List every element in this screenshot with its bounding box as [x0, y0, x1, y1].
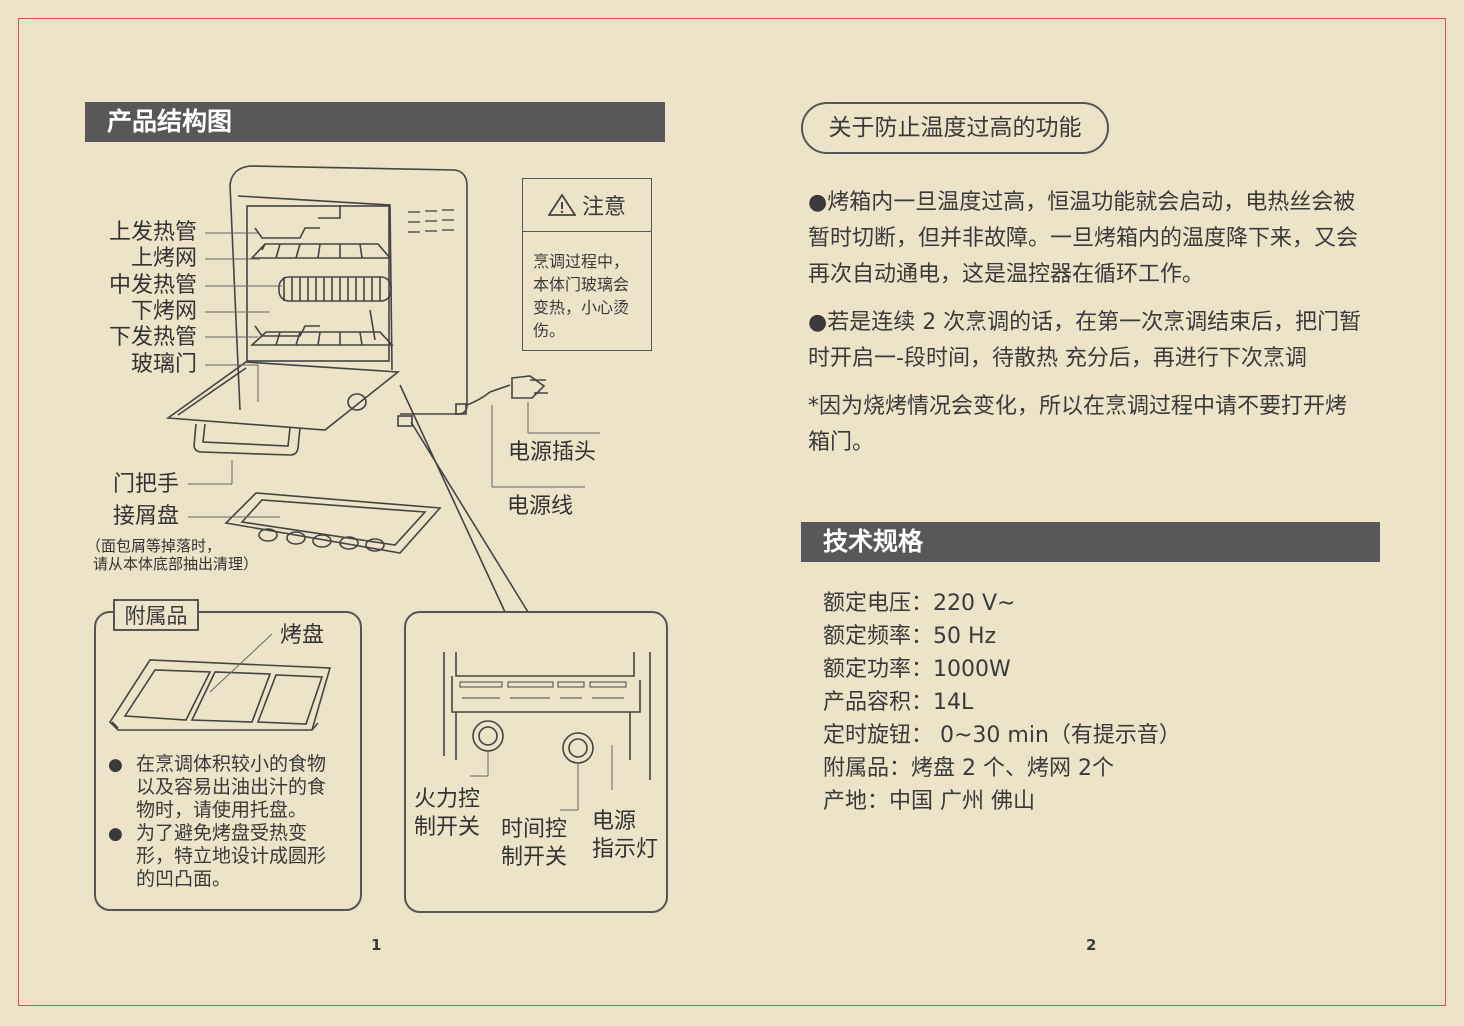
overheat-note: *因为烧烤情况会变化，所以在烹调过程中请不要打开烤箱门。 [808, 394, 1348, 455]
spec-capacity: 产品容积：14L [823, 690, 974, 715]
label-middle-element: 中发热管 [108, 273, 197, 298]
label-upper-rack: 上烤网 [130, 246, 197, 271]
accessories-title: 附属品 [113, 599, 199, 631]
notice-box: 注意 烹调过程中， 本体门玻璃会 变热，小心烫 伤。 [522, 178, 652, 351]
accessory-note-1: ● 在烹调体积较小的食物 以及容易出油出汁的食 物时，请使用托盘。 [108, 753, 358, 822]
label-time-control: 时间控 制开关 [501, 816, 567, 872]
specs-section-title: 技术规格 [801, 522, 1380, 562]
spec-frequency: 额定频率：50 Hz [823, 624, 997, 649]
label-power-plug: 电源插头 [508, 440, 597, 465]
spec-power: 额定功率：1000W [823, 657, 1011, 682]
spec-voltage: 额定电压：220 V~ [823, 591, 1016, 616]
label-time-control-line1: 时间控 [501, 817, 568, 842]
label-fire-control-line1: 火力控 [414, 787, 481, 812]
label-door-handle: 门把手 [113, 472, 180, 497]
overheat-title: 关于防止温度过高的功能 [801, 102, 1109, 154]
spec-origin: 产地：中国 广州 佛山 [823, 789, 1035, 814]
warning-triangle-icon [547, 193, 576, 216]
page-border [18, 18, 1446, 1006]
label-upper-element: 上发热管 [108, 220, 197, 245]
crumb-note-line1: （面包屑等掉落时， [86, 537, 222, 555]
label-power-indicator-line2: 指示灯 [592, 837, 659, 862]
label-lower-rack: 下烤网 [130, 299, 197, 324]
label-lower-element: 下发热管 [108, 325, 197, 350]
label-crumb-tray: 接屑盘 [113, 504, 180, 529]
spec-accessories: 附属品：烤盘 2 个、烤网 2个 [823, 756, 1114, 781]
control-panel-box [404, 611, 668, 913]
label-tray: 烤盘 [280, 623, 325, 648]
overheat-paragraph-1: ●烤箱内一旦温度过高，恒温功能就会启动，电热丝会被暂时切断，但并非故障。一旦烤箱… [808, 190, 1359, 287]
spec-timer: 定时旋钮： 0~30 min（有提示音） [823, 723, 1181, 748]
page-number-left: 1 [371, 936, 382, 954]
accessory-note-1-text: 在烹调体积较小的食物 以及容易出油出汁的食 物时，请使用托盘。 [136, 753, 327, 821]
crumb-note-line2: 请从本体底部抽出清理） [93, 555, 259, 573]
notice-title: 注意 [581, 195, 626, 220]
label-power-indicator: 电源 指示灯 [592, 808, 658, 864]
accessories-box [94, 611, 362, 911]
overheat-paragraph-2: ●若是连续 2 次烹调的话，在第一次烹调结束后，把门暂时开启一-段时间，待散热 … [808, 310, 1362, 371]
label-fire-control-line2: 制开关 [414, 815, 481, 840]
label-time-control-line2: 制开关 [501, 845, 568, 870]
notice-body: 烹调过程中， 本体门玻璃会 变热，小心烫 伤。 [533, 252, 630, 340]
label-power-indicator-line1: 电源 [592, 809, 637, 834]
label-fire-control: 火力控 制开关 [414, 786, 480, 842]
label-glass-door: 玻璃门 [130, 352, 197, 377]
accessory-note-2: ● 为了避免烤盘受热变 形，特立地设计成圆形 的凹凸面。 [108, 822, 358, 891]
structure-section-title: 产品结构图 [85, 102, 665, 142]
page-number-right: 2 [1086, 936, 1097, 954]
accessory-note-2-text: 为了避免烤盘受热变 形，特立地设计成圆形 的凹凸面。 [136, 822, 327, 890]
label-power-cord: 电源线 [507, 494, 574, 519]
